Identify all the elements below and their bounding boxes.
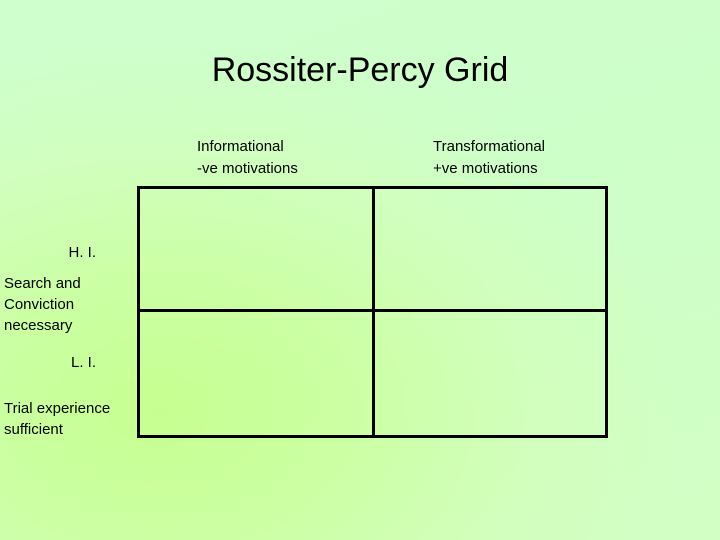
column-header-informational-line2: -ve motivations xyxy=(197,160,298,177)
row-label-low-involvement-code: L. I. xyxy=(70,354,96,371)
column-header-informational-line1: Informational xyxy=(197,138,284,155)
grid-cell-low-involvement-transformational[interactable] xyxy=(375,312,605,435)
column-header-informational: Informational -ve motivations xyxy=(197,136,298,180)
grid-cell-high-involvement-informational[interactable] xyxy=(140,189,375,312)
row-label-high-involvement-line2: Conviction xyxy=(4,296,75,313)
column-header-transformational-line2: +ve motivations xyxy=(433,160,538,177)
row-label-low-involvement-line2: sufficient xyxy=(4,421,63,438)
grid-cell-low-involvement-informational[interactable] xyxy=(140,312,375,435)
row-label-low-involvement-description: Trial experience sufficient xyxy=(4,398,110,440)
grid-cell-high-involvement-transformational[interactable] xyxy=(375,189,605,312)
row-label-high-involvement-line3: necessary xyxy=(4,317,73,334)
row-label-low-involvement-line1: Trial experience xyxy=(4,400,111,417)
row-label-high-involvement-description: Search and Conviction necessary xyxy=(4,273,81,336)
column-header-transformational: Transformational +ve motivations xyxy=(433,136,545,180)
page-title: Rossiter-Percy Grid xyxy=(211,51,509,89)
rossiter-percy-grid xyxy=(137,186,608,438)
column-header-transformational-line1: Transformational xyxy=(433,138,545,155)
row-label-high-involvement-code: H. I. xyxy=(68,244,96,261)
row-label-high-involvement-line1: Search and xyxy=(4,275,81,292)
